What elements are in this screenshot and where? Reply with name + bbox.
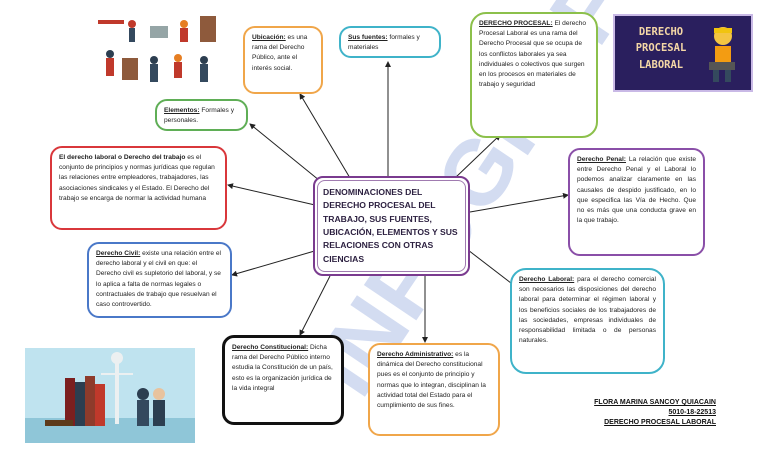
line-civil — [231, 249, 319, 277]
node-civil-text: existe una relación entre el derecho lab… — [96, 250, 221, 309]
node-administrativo-title: Derecho Administrativo: — [377, 351, 454, 358]
node-constitucional-title: Derecho Constitucional: — [232, 344, 309, 351]
node-fuentes: Sus fuentes: formales y materiales — [339, 26, 441, 58]
node-fuentes-title: Sus fuentes: — [348, 34, 388, 41]
node-laboral-text: para el derecho comercial son necesarios… — [519, 276, 656, 345]
node-ubicacion-text: es una rama del Derecho Público, ante el… — [252, 34, 308, 72]
line-elementos — [249, 123, 326, 186]
line-ubicacion — [299, 93, 351, 179]
node-elementos-title: Elementos: — [164, 107, 200, 114]
node-constitucional-text: Dicha rama del Derecho Público interno e… — [232, 344, 333, 392]
node-procesal-title: DERECHO PROCESAL: — [479, 20, 553, 27]
node-laboral-def-text: es el conjunto de principios y normas ju… — [59, 154, 215, 202]
node-administrativo: Derecho Administrativo: es la dinámica d… — [368, 343, 500, 436]
office-people-illustration — [92, 14, 224, 90]
node-laboral-def: El derecho laboral o Derecho del trabajo… — [50, 146, 227, 230]
node-elementos: Elementos: Formales y personales. — [155, 99, 248, 131]
node-procesal-text: El derecho Procesal Laboral es una rama … — [479, 20, 586, 89]
node-ubicacion-title: Ubicación: — [252, 34, 286, 41]
worker-icon — [709, 27, 735, 82]
author-block: FLORA MARINA SANCOY QUIACAIN 5010-18-225… — [560, 398, 716, 428]
justice-law-illustration — [25, 348, 195, 443]
node-procesal: DERECHO PROCESAL: El derecho Procesal La… — [470, 12, 598, 138]
line-penal — [469, 192, 569, 213]
node-ubicacion: Ubicación: es una rama del Derecho Públi… — [243, 26, 323, 94]
node-civil-title: Derecho Civil: — [96, 250, 141, 257]
node-constitucional: Derecho Constitucional: Dicha rama del D… — [222, 335, 344, 425]
node-laboral-title: Derecho Laboral: — [519, 276, 575, 283]
node-elementos-text: Formales y personales. — [164, 107, 234, 125]
author-course: DERECHO PROCESAL LABORAL — [604, 419, 716, 427]
node-fuentes-text: formales y materiales — [348, 34, 420, 52]
line-procesal — [454, 134, 501, 179]
node-civil: Derecho Civil: existe una relación entre… — [87, 242, 232, 318]
node-penal: Derecho Penal: La relación que existe en… — [568, 148, 705, 256]
author-name: FLORA MARINA SANCOY QUIACAIN — [594, 399, 716, 406]
author-id: 5010-18-22513 — [668, 409, 717, 417]
central-topic-title: DENOMINACIONES DEL DERECHO PROCESAL DEL … — [323, 187, 458, 264]
line-constitucional — [299, 275, 331, 336]
node-penal-text: La relación que existe entre Derecho Pen… — [577, 156, 696, 225]
node-administrativo-text: es la dinámica del Derecho constituciona… — [377, 351, 486, 410]
banner-text: DERECHO PROCESAL LABORAL — [635, 26, 687, 71]
line-laboral-def — [227, 183, 316, 206]
node-penal-title: Derecho Penal: — [577, 156, 627, 163]
title-banner: DERECHO PROCESAL LABORAL — [613, 14, 753, 92]
node-laboral-def-title: El derecho laboral o Derecho del trabajo — [59, 154, 186, 161]
central-topic: DENOMINACIONES DEL DERECHO PROCESAL DEL … — [313, 176, 470, 276]
node-laboral: Derecho Laboral: para el derecho comerci… — [510, 268, 665, 374]
